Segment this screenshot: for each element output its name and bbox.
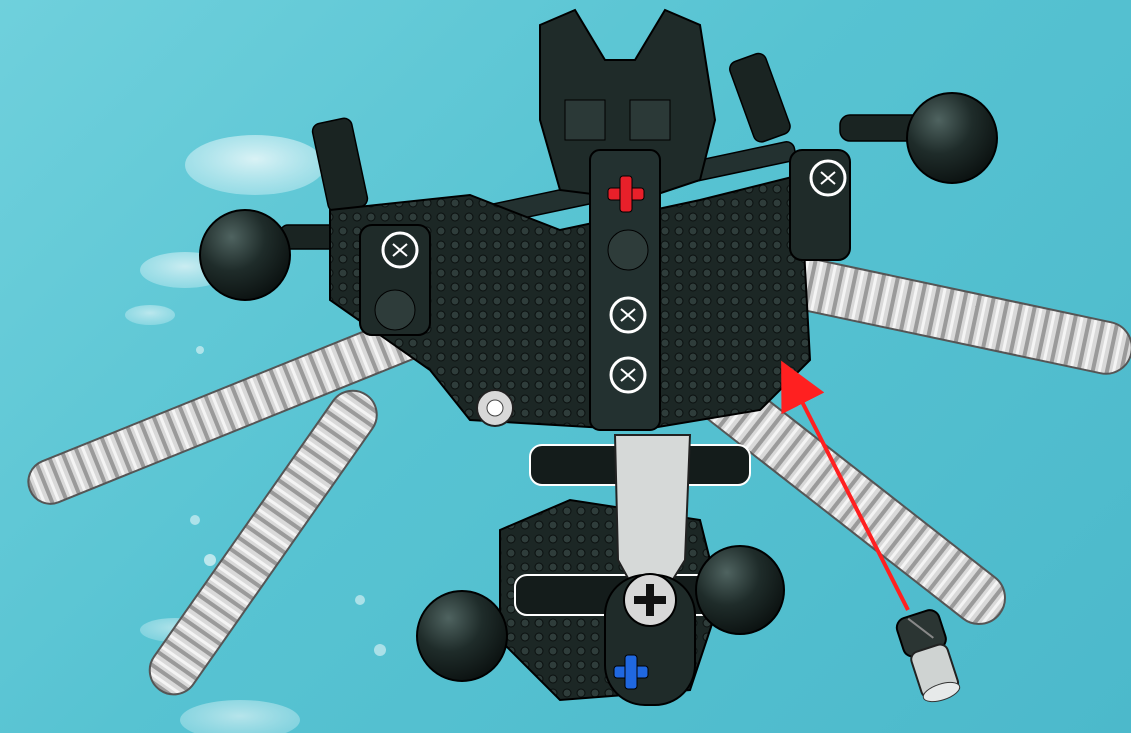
ball-joint-lower-left — [417, 591, 507, 681]
ball-joint-lower-right — [696, 546, 784, 634]
torso-frame — [330, 10, 850, 430]
loose-connector-peg — [894, 608, 964, 707]
black-axle-cross-icon — [624, 574, 676, 626]
ball-joint-left — [200, 210, 290, 300]
ball-joint-right — [907, 93, 997, 183]
